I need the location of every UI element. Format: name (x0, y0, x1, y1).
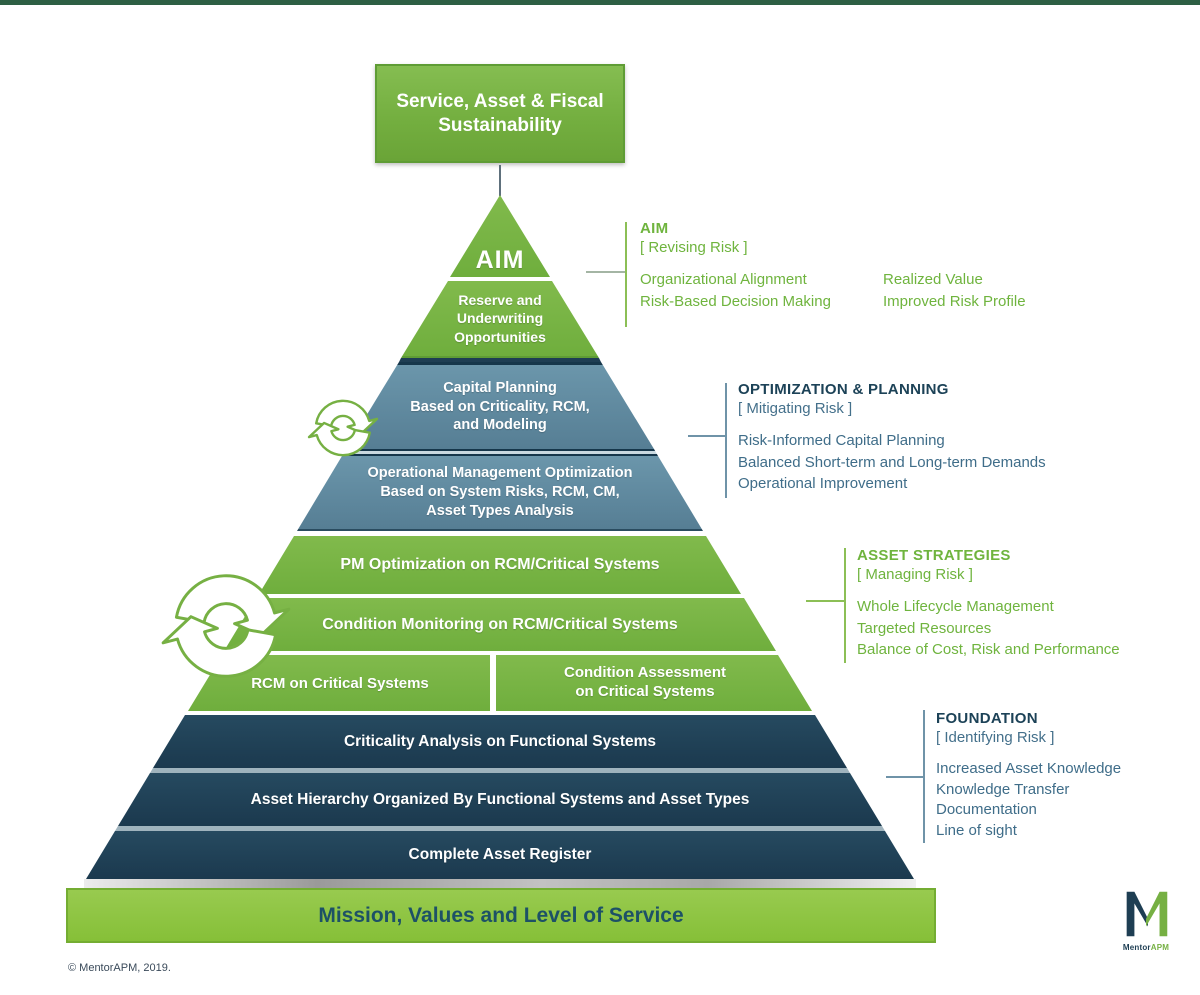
layer-operational-management: Operational Management Optimization Base… (297, 456, 703, 531)
line: Underwriting (456, 310, 544, 327)
line: Operational Management Optimization (367, 465, 633, 482)
copyright-text: © MentorAPM, 2019. (68, 962, 171, 974)
separator-slate (342, 449, 658, 456)
connector-line (499, 165, 501, 196)
layer-rcm-label: RCM on Critical Systems (251, 674, 429, 692)
annotation-item: Improved Risk Profile (883, 292, 1026, 310)
annotation-optimization-title: OPTIMIZATION & PLANNING (738, 381, 949, 398)
foundation-bracket-line (923, 710, 925, 843)
mentorapm-logo: MentorAPM (1108, 884, 1184, 964)
annotation-item: Risk-Based Decision Making (640, 292, 831, 310)
line: and Modeling (453, 417, 547, 434)
layer-capital-text: Capital Planning Based on Criticality, R… (410, 379, 589, 436)
aim-bracket-tick (586, 271, 625, 273)
layer-criticality-analysis: Criticality Analysis on Functional Syste… (153, 715, 847, 768)
annotation-asset-title: ASSET STRATEGIES (857, 547, 1011, 564)
layer-asset-hierarchy: Asset Hierarchy Organized By Functional … (118, 773, 882, 826)
foundation-bracket-tick (886, 776, 923, 778)
separator-navy-2 (115, 826, 885, 831)
layer-pm-optimization: PM Optimization on RCM/Critical Systems (259, 536, 741, 594)
layer-capital-planning: Capital Planning Based on Criticality, R… (346, 362, 654, 449)
annotation-aim-risk: [ Revising Risk ] (640, 239, 748, 256)
layer-aim-label: AIM (475, 246, 525, 274)
mission-values-bar: Mission, Values and Level of Service (66, 888, 936, 943)
layer-complete-asset-register: Complete Asset Register (86, 831, 914, 879)
annotation-item: Balanced Short-term and Long-term Demand… (738, 453, 1046, 471)
top-box-label: Service, Asset & Fiscal Sustainability (396, 90, 604, 136)
layer-reserve-text: Reserve and Underwriting Opportunities (454, 291, 546, 346)
annotation-item: Whole Lifecycle Management (857, 598, 1054, 615)
line: Capital Planning (443, 379, 557, 396)
line: Based on System Risks, RCM, CM, (380, 484, 620, 501)
top-box-service-sustainability: Service, Asset & Fiscal Sustainability (375, 64, 625, 163)
annotation-optimization-risk: [ Mitigating Risk ] (738, 400, 853, 417)
line: Reserve and (458, 292, 542, 309)
annotation-aim-title: AIM (640, 220, 669, 237)
layer-criticality-label: Criticality Analysis on Functional Syste… (343, 732, 657, 750)
annotation-item: Documentation (936, 801, 1037, 818)
line: Based on Criticality, RCM, (410, 398, 590, 415)
annotation-item: Increased Asset Knowledge (936, 760, 1122, 777)
mentorapm-logo-m-icon (1126, 891, 1168, 937)
logo-text-apm: APM (1150, 943, 1170, 952)
optimization-bracket-line (725, 383, 727, 498)
mission-values-label: Mission, Values and Level of Service (318, 903, 684, 927)
mentorapm-logo-text: MentorAPM (1108, 943, 1184, 952)
layer-operational-text: Operational Management Optimization Base… (367, 464, 632, 521)
annotation-aim: AIM [ Revising Risk ] Organizational Ali… (640, 220, 1100, 312)
annotation-foundation: FOUNDATION [ Identifying Risk ] Increase… (936, 710, 1196, 841)
layer-condition-monitoring: Condition Monitoring on RCM/Critical Sys… (224, 598, 776, 651)
layer-hierarchy-label: Asset Hierarchy Organized By Functional … (250, 790, 750, 808)
separator-navy-1 (150, 768, 850, 773)
annotation-item: Targeted Resources (857, 619, 992, 637)
asset-strategies-bracket-line (844, 548, 846, 663)
layer-register-label: Complete Asset Register (408, 846, 592, 863)
line: on Critical Systems (575, 683, 715, 700)
annotation-optimization-planning: OPTIMIZATION & PLANNING [ Mitigating Ris… (738, 381, 1158, 495)
pyramid: AIM Reserve and Underwriting Opportuniti… (80, 195, 920, 879)
annotation-item: Operational Improvement (738, 475, 908, 492)
separator-green-slate (399, 358, 601, 362)
sync-arrows-icon-large (161, 574, 291, 678)
annotation-item: Knowledge Transfer (936, 780, 1070, 798)
annotation-item: Risk-Informed Capital Planning (738, 432, 945, 449)
layer-pm-label: PM Optimization on RCM/Critical Systems (340, 556, 660, 573)
annotation-foundation-title: FOUNDATION (936, 710, 1038, 727)
line: Opportunities (454, 328, 546, 345)
layer-cm-label: Condition Monitoring on RCM/Critical Sys… (322, 615, 678, 633)
layer-rcm: RCM on Critical Systems (188, 655, 490, 711)
layer-condition-assessment: Condition Assessment on Critical Systems (496, 655, 812, 711)
annotation-asset-risk: [ Managing Risk ] (857, 566, 973, 583)
asset-strategies-bracket-tick (806, 600, 844, 602)
annotation-asset-strategies: ASSET STRATEGIES [ Managing Risk ] Whole… (857, 547, 1197, 661)
sync-arrows-icon-small (307, 399, 379, 457)
top-edge-rule (0, 0, 1200, 5)
optimization-bracket-tick (688, 435, 725, 437)
aim-bracket-line (625, 222, 627, 327)
line: Asset Types Analysis (426, 502, 574, 519)
annotation-item: Realized Value (883, 271, 983, 288)
annotation-item: Organizational Alignment (640, 271, 807, 288)
annotation-foundation-risk: [ Identifying Risk ] (936, 729, 1055, 746)
layer-ca-text: Condition Assessment on Critical Systems (505, 655, 785, 711)
logo-text-mentor: Mentor (1122, 943, 1151, 952)
annotation-item: Balance of Cost, Risk and Performance (857, 641, 1120, 658)
annotation-item: Line of sight (936, 821, 1017, 839)
line: Condition Assessment (564, 664, 726, 682)
pyramid-base-shadow (84, 879, 916, 888)
